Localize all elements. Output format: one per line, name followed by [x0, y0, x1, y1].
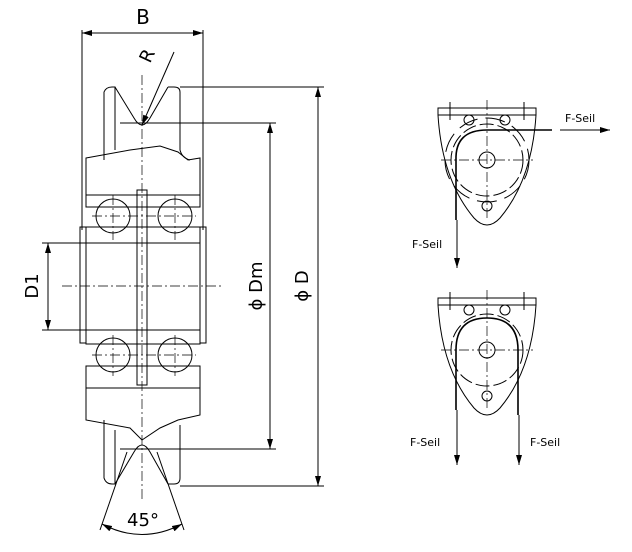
pulley-section-view: B R — [22, 5, 324, 535]
outer-diameter-label: ϕ D — [292, 270, 313, 301]
mounting-diagram-bottom: F-Seil F-Seil — [410, 290, 560, 465]
force-label-vertical: F-Seil — [412, 238, 442, 251]
width-label: B — [136, 5, 150, 29]
mounting-diagram-top: F-Seil F-Seil — [412, 100, 610, 268]
bore-label: D1 — [22, 273, 43, 298]
angle-label: 45° — [127, 510, 159, 531]
force-label-right: F-Seil — [530, 436, 560, 449]
radius-label: R — [135, 46, 159, 66]
force-label-horizontal: F-Seil — [565, 112, 595, 125]
force-label-left: F-Seil — [410, 436, 440, 449]
mean-diameter-label: ϕ Dm — [246, 262, 267, 311]
